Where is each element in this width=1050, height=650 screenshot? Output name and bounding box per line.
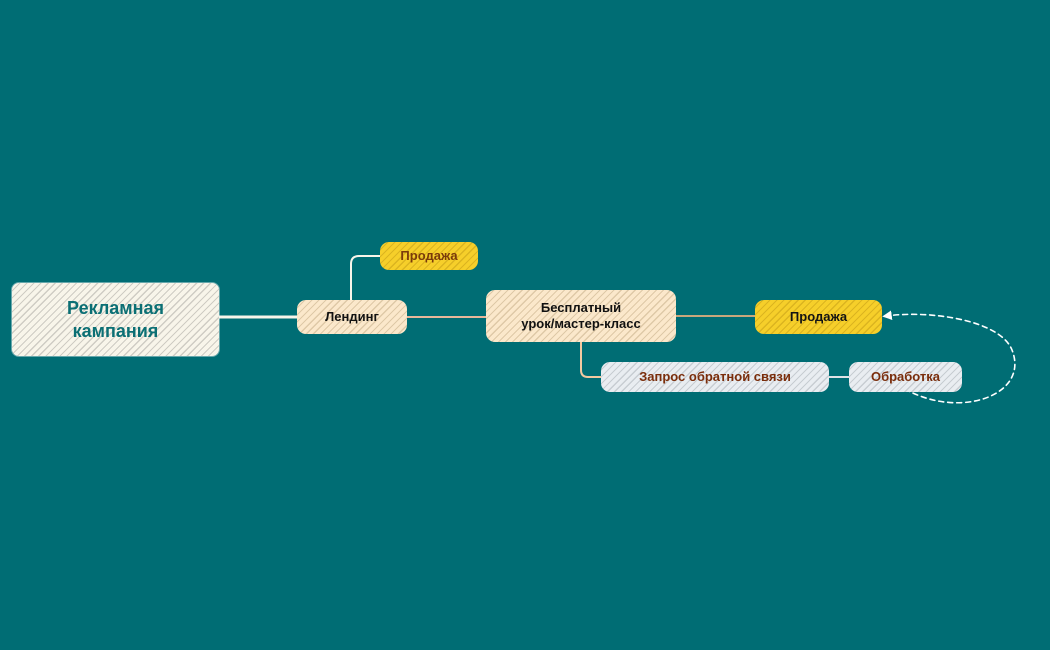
node-processing-label: Обработка	[870, 368, 941, 384]
connector-process-to-sale-right	[882, 310, 1016, 404]
node-free-lesson[interactable]: Бесплатный урок/мастер-класс	[486, 290, 676, 342]
node-feedback-request-label: Запрос обратной связи	[639, 368, 791, 384]
node-sale-right[interactable]: Продажа	[755, 300, 882, 334]
node-advertising-campaign-label: Рекламная кампания	[67, 298, 164, 341]
node-advertising-campaign[interactable]: Рекламная кампания	[12, 283, 219, 356]
node-processing[interactable]: Обработка	[849, 362, 962, 392]
connector-lesson-to-request	[580, 341, 602, 378]
connector-landing-to-sale-top	[350, 255, 381, 301]
node-sale-top[interactable]: Продажа	[380, 242, 478, 270]
node-free-lesson-label: Бесплатный урок/мастер-класс	[521, 299, 641, 331]
node-landing-label: Лендинг	[325, 308, 379, 324]
node-landing[interactable]: Лендинг	[297, 300, 407, 334]
node-feedback-request[interactable]: Запрос обратной связи	[601, 362, 829, 392]
connector-layer	[217, 255, 1016, 404]
node-sale-top-label: Продажа	[400, 247, 458, 263]
node-sale-right-label: Продажа	[789, 308, 848, 324]
